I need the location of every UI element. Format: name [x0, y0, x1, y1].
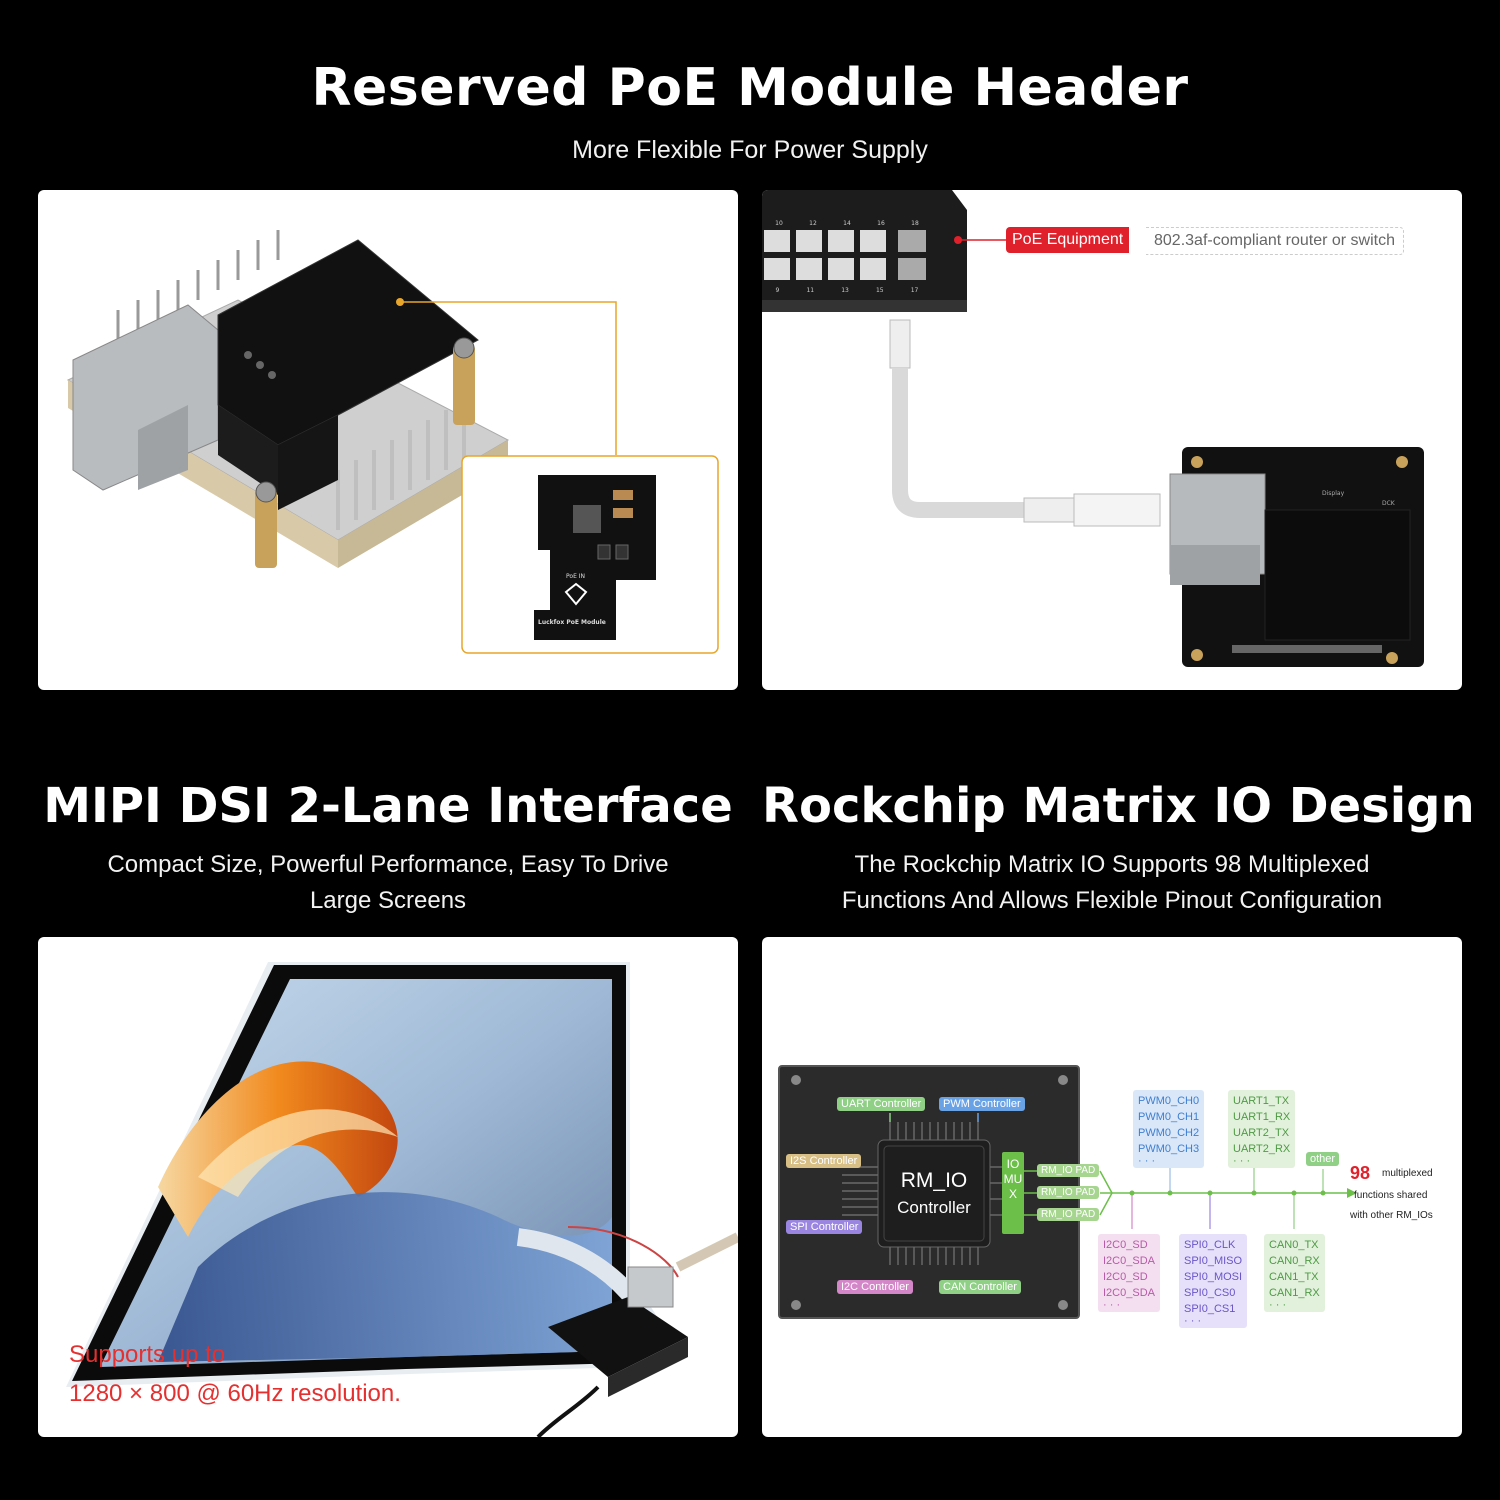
poe-equipment-desc: 802.3af-compliant router or switch — [1146, 227, 1404, 255]
switch-and-cable-image — [762, 190, 1424, 667]
count-note-3: with other RM_IOs — [1350, 1210, 1433, 1221]
matrix-io-panel: RM_IO Controller UART Controller PWM Con… — [762, 937, 1462, 1437]
list-item: · · · — [1138, 1155, 1156, 1167]
mipi-subtitle-2: Large Screens — [309, 887, 467, 914]
port-label: 17 — [910, 287, 919, 294]
switch-port-top-labels: 10 12 14 16 18 — [762, 220, 932, 227]
list-item: SPI0_CS1 — [1184, 1303, 1236, 1315]
list-item: I2C0_SD — [1103, 1271, 1148, 1283]
rm-io-pad: RM_IO PAD — [1037, 1186, 1100, 1199]
other-tag: other — [1306, 1152, 1340, 1166]
module-silk-name: Luckfox PoE Module — [538, 619, 606, 626]
can-controller-tag: CAN Controller — [939, 1280, 1021, 1294]
chip-label-line1: RM_IO — [900, 1169, 968, 1192]
pwm-function-list: PWM0_CH0 PWM0_CH1 PWM0_CH2 PWM0_CH3 · · … — [1133, 1090, 1205, 1168]
list-item: UART1_TX — [1233, 1095, 1290, 1107]
switch-port-bottom-labels: 9 11 13 15 17 — [762, 287, 932, 294]
list-item: UART1_RX — [1233, 1111, 1291, 1123]
resolution-note-line1: Supports up to — [69, 1341, 226, 1368]
i2c-controller-tag: I2C Controller — [837, 1280, 913, 1294]
list-item: · · · — [1184, 1315, 1202, 1327]
port-label: 13 — [841, 287, 849, 294]
matrix-subtitle-1: The Rockchip Matrix IO Supports 98 Multi… — [854, 851, 1370, 878]
i2s-controller-tag: I2S Controller — [786, 1154, 862, 1168]
list-item: CAN1_TX — [1269, 1271, 1319, 1283]
count-note-1: multiplexed — [1382, 1168, 1433, 1179]
list-item: CAN1_RX — [1269, 1287, 1320, 1299]
board-with-poe-module-image — [66, 230, 719, 654]
list-item: PWM0_CH0 — [1138, 1095, 1200, 1107]
uart-controller-tag: UART Controller — [837, 1097, 926, 1111]
port-label: 9 — [775, 287, 780, 294]
list-item: SPI0_MOSI — [1184, 1271, 1243, 1283]
list-item: PWM0_CH1 — [1138, 1111, 1200, 1123]
list-item: I2C0_SD — [1103, 1239, 1148, 1251]
list-item: I2C0_SDA — [1103, 1287, 1155, 1299]
chip-label-line2: Controller — [897, 1198, 971, 1217]
page-subtitle: More Flexible For Power Supply — [572, 136, 928, 164]
port-label: 11 — [806, 287, 815, 294]
mipi-screen-panel: Supports up to 1280 × 800 @ 60Hz resolut… — [38, 937, 738, 1437]
list-item: PWM0_CH3 — [1138, 1143, 1200, 1155]
list-item: CAN0_RX — [1269, 1255, 1320, 1267]
count-note-2: functions shared — [1354, 1190, 1428, 1201]
list-item: · · · — [1233, 1155, 1251, 1167]
mipi-display-image — [66, 962, 738, 1437]
list-item: CAN0_TX — [1269, 1239, 1319, 1251]
rm-io-pad: RM_IO PAD — [1037, 1208, 1100, 1221]
rm-io-pad: RM_IO PAD — [1037, 1164, 1100, 1177]
spi-function-list: SPI0_CLK SPI0_MISO SPI0_MOSI SPI0_CS0 SP… — [1179, 1234, 1248, 1328]
mipi-subtitle-1: Compact Size, Powerful Performance, Easy… — [107, 851, 669, 878]
port-label: 18 — [911, 220, 919, 227]
pwm-controller-tag: PWM Controller — [939, 1097, 1025, 1111]
board-silk-display: Display — [1322, 490, 1345, 497]
list-item: I2C0_SDA — [1103, 1255, 1155, 1267]
module-silk-poe-in: PoE IN — [566, 573, 586, 580]
board-silk-dck: DCK — [1382, 500, 1395, 507]
list-item: · · · — [1269, 1299, 1287, 1311]
can-function-list: CAN0_TX CAN0_RX CAN1_TX CAN1_RX · · · — [1264, 1234, 1325, 1312]
mipi-title: MIPI DSI 2-Lane Interface — [43, 778, 733, 834]
uart-function-list: UART1_TX UART1_RX UART2_TX UART2_RX · · … — [1228, 1090, 1296, 1168]
list-item: SPI0_CS0 — [1184, 1287, 1236, 1299]
port-label: 14 — [843, 220, 851, 227]
function-count: 98 — [1350, 1163, 1371, 1183]
iomux-label: IOMUX — [1003, 1157, 1023, 1201]
i2c-function-list: I2C0_SD I2C0_SDA I2C0_SD I2C0_SDA · · · — [1098, 1234, 1160, 1312]
list-item: PWM0_CH2 — [1138, 1127, 1200, 1139]
port-label: 12 — [809, 220, 817, 227]
resolution-note-line2: 1280 × 800 @ 60Hz resolution. — [69, 1380, 401, 1407]
poe-switch-panel: PoE Equipment 802.3af-compliant router o… — [762, 190, 1462, 690]
port-label: 15 — [875, 287, 884, 294]
list-item: SPI0_MISO — [1184, 1255, 1243, 1267]
spi-controller-tag: SPI Controller — [786, 1220, 863, 1234]
port-label: 10 — [775, 220, 783, 227]
matrix-title: Rockchip Matrix IO Design — [762, 778, 1475, 834]
poe-board-panel: PoE IN Luckfox PoE Module — [38, 190, 738, 690]
list-item: UART2_RX — [1233, 1143, 1291, 1155]
list-item: · · · — [1103, 1299, 1121, 1311]
poe-equipment-tag: PoE Equipment — [1006, 227, 1130, 253]
matrix-io-diagram — [778, 1065, 1357, 1319]
matrix-subtitle-2: Functions And Allows Flexible Pinout Con… — [841, 887, 1383, 914]
page-title: Reserved PoE Module Header — [311, 58, 1189, 118]
list-item: UART2_TX — [1233, 1127, 1290, 1139]
port-label: 16 — [877, 220, 885, 227]
list-item: SPI0_CLK — [1184, 1239, 1236, 1251]
